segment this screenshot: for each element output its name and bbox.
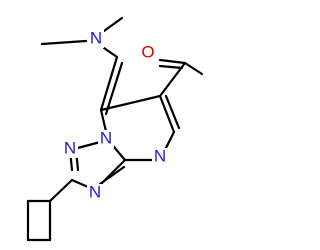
mask-o-carbonyl xyxy=(140,44,156,62)
bond-co-double xyxy=(158,64,184,70)
atom-o-carbonyl: O xyxy=(141,42,154,61)
mask-n-triazole-left xyxy=(62,140,78,158)
bond-vinyl xyxy=(99,55,119,112)
bond-acetyl-methyl xyxy=(183,61,204,76)
molecule-structure-diagram: N O N N N N xyxy=(26,16,204,242)
bond-methyl-left xyxy=(40,39,88,46)
mask-n-bridge xyxy=(98,130,114,148)
bond-ring-top xyxy=(99,94,162,112)
atom-n-ring-right: N xyxy=(154,146,166,165)
atom-n-dimethyl: N xyxy=(90,28,102,47)
bond-n-vinyl xyxy=(102,46,119,59)
bond-cyclobutyl-link xyxy=(48,178,74,203)
mask-n-triazole-bottom xyxy=(87,184,103,202)
atom-n-triazole-left: N xyxy=(64,138,76,157)
mask-n-ring-right xyxy=(152,148,168,166)
bond-methyl-top xyxy=(102,16,124,33)
bond-co xyxy=(158,58,187,65)
bond-triazole-bottom-right-double xyxy=(98,165,126,186)
atom-n-bridge: N xyxy=(100,128,112,147)
bond-ring-right-top xyxy=(158,94,176,134)
structure-svg: N O N N N N xyxy=(26,16,204,242)
bond-vinyl-double xyxy=(104,61,124,116)
bond-acetyl-ring xyxy=(158,61,187,98)
mask-n-dimethyl xyxy=(88,30,104,48)
atom-n-triazole-bottom: N xyxy=(89,182,101,201)
bond-ring-right-top-double xyxy=(164,94,181,130)
